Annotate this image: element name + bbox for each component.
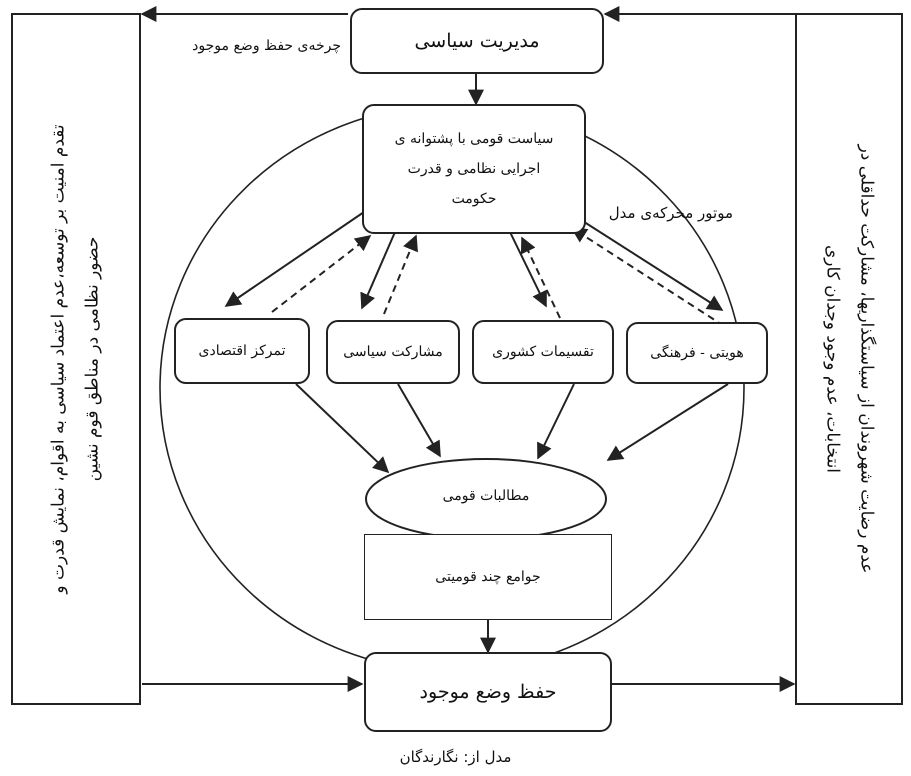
dashed-divisions-policy <box>520 236 561 319</box>
dashed-economic-policy <box>271 235 372 313</box>
political-management-text: مدیریت سیاسی <box>414 30 540 52</box>
national-policy-box: سیاست قومی با پشتوانه ی اجرایی نظامی و ق… <box>362 104 586 234</box>
model-engine-label: موتور محرکه‌ی مدل <box>608 204 733 222</box>
dashed-identity-policy <box>570 227 725 327</box>
arrow-economic-demands <box>295 383 390 474</box>
right-panel: عدم رضایت شهروندان از سیاستگذاریها، مشار… <box>796 14 902 704</box>
left-panel-line1: تقدم امنیت بر توسعه،عدم اعتماد سیاسی به … <box>49 124 69 594</box>
identity-cultural-text: هویتی - فرهنگی <box>650 345 744 361</box>
political-participation-box: مشارکت سیاسی <box>326 320 460 384</box>
multiethnic-societies-box: جوامع چند قومیتی <box>364 534 612 620</box>
left-panel: تقدم امنیت بر توسعه،عدم اعتماد سیاسی به … <box>12 14 140 704</box>
arrow-divisions-demands <box>537 383 575 460</box>
status-quo-box: حفظ وضع موجود <box>364 652 612 732</box>
arrow-policy-participation <box>360 231 396 310</box>
political-participation-text: مشارکت سیاسی <box>343 344 443 360</box>
administrative-divisions-text: تقسیمات کشوری <box>492 344 594 360</box>
status-quo-text: حفظ وضع موجود <box>419 681 557 703</box>
multiethnic-societies-text: جوامع چند قومیتی <box>435 569 541 585</box>
right-panel-text: عدم رضایت شهروندان از سیاستگذاریها، مشار… <box>815 145 883 574</box>
left-panel-line2: حضور نظامی در مناطق قوم نشین <box>83 236 103 482</box>
arrow-policy-divisions <box>509 231 547 308</box>
national-policy-text: سیاست قومی با پشتوانه ی اجرایی نظامی و ق… <box>394 131 554 207</box>
right-panel-frame <box>795 13 903 705</box>
ethnic-demands-text: مطالبات قومی <box>442 488 530 504</box>
right-panel-line1: عدم رضایت شهروندان از سیاستگذاریها، مشار… <box>856 144 876 574</box>
political-management-box: مدیریت سیاسی <box>350 8 604 74</box>
figure-caption: مدل از: نگارندگان <box>399 748 512 766</box>
left-panel-text: تقدم امنیت بر توسعه،عدم اعتماد سیاسی به … <box>42 124 110 593</box>
identity-cultural-box: هویتی - فرهنگی <box>626 322 768 384</box>
arrow-identity-demands <box>606 383 729 461</box>
arrow-policy-economic <box>224 211 365 307</box>
arrow-participation-demands <box>397 383 441 458</box>
status-quo-cycle-label: چرخه‌ی حفظ وضع موجود <box>192 38 341 54</box>
economic-centralization-text: تمرکز اقتصادی <box>198 343 286 359</box>
dashed-participation-policy <box>383 234 418 315</box>
administrative-divisions-box: تقسیمات کشوری <box>472 320 614 384</box>
right-panel-line2: انتخابات، عدم وجود وجدان کاری <box>822 244 842 474</box>
arrow-policy-identity <box>577 217 724 311</box>
left-panel-frame <box>11 13 141 705</box>
economic-centralization-box: تمرکز اقتصادی <box>174 318 310 384</box>
